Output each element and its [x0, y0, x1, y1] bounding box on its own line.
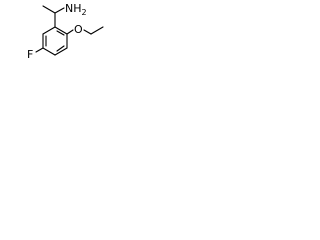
bond-ring-to-f — [35, 47, 44, 53]
bond-ch-to-n — [54, 7, 65, 14]
ring-bond-1 — [42, 26, 56, 35]
ring-bond-5 — [42, 47, 56, 56]
ring-double-bond-1 — [56, 30, 65, 36]
fluorine-label: F — [27, 48, 33, 61]
oxygen-label: O — [74, 23, 83, 36]
nitrogen-label: NH2 — [65, 2, 87, 17]
bond-ch2-to-ch3 — [90, 26, 104, 35]
bond-o-to-ch2 — [83, 29, 92, 35]
ring-bond-2 — [54, 26, 68, 35]
bond-ring-to-o — [66, 29, 74, 35]
chemical-structure-diagram: NH2 F O — [27, 2, 104, 61]
ring-double-bond-2 — [56, 45, 65, 52]
bond-ch-to-methyl — [42, 5, 56, 14]
ring-bond-4 — [54, 47, 68, 56]
